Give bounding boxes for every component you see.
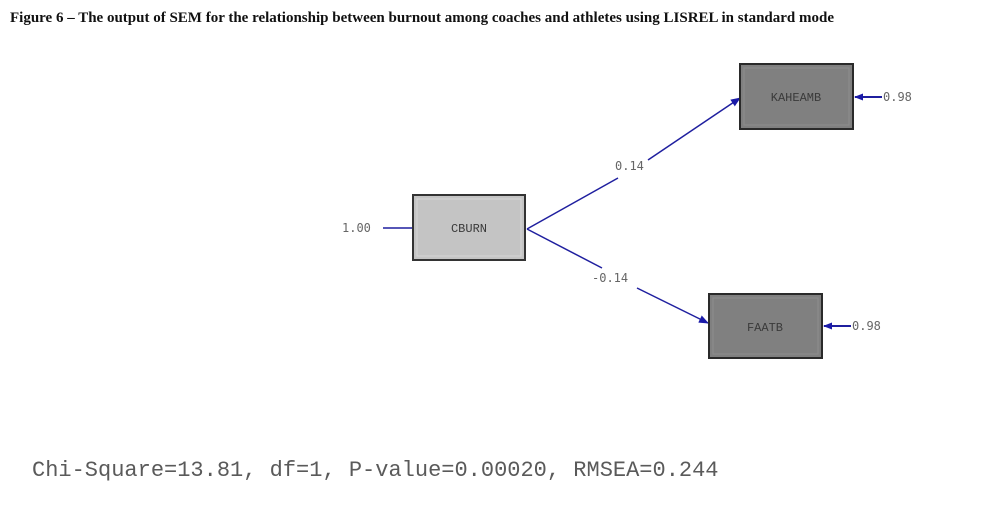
path-cburn-kaheamb-upper xyxy=(647,97,741,161)
fit-statistics: Chi-Square=13.81, df=1, P-value=0.00020,… xyxy=(32,458,719,483)
node-cburn[interactable]: CBURN xyxy=(412,194,526,261)
cburn-variance-label: 1.00 xyxy=(342,221,371,235)
path-cburn-faatb-upper xyxy=(526,228,603,269)
faatb-error-label: 0.98 xyxy=(852,319,881,333)
node-faatb-label: FAATB xyxy=(747,321,783,335)
path-coefficient-faatb: -0.14 xyxy=(592,271,628,285)
node-kaheamb-box xyxy=(739,63,854,130)
node-faatb-box xyxy=(708,293,823,359)
figure-caption: Figure 6 – The output of SEM for the rel… xyxy=(10,10,834,26)
node-cburn-label: CBURN xyxy=(451,222,487,236)
node-kaheamb[interactable]: KAHEAMB xyxy=(739,63,854,130)
node-kaheamb-label: KAHEAMB xyxy=(771,91,821,105)
node-faatb[interactable]: FAATB xyxy=(708,293,823,359)
path-coefficient-kaheamb: 0.14 xyxy=(615,159,644,173)
kaheamb-error-label: 0.98 xyxy=(883,90,912,104)
path-cburn-faatb-lower xyxy=(636,287,709,324)
node-cburn-box xyxy=(412,194,526,261)
path-cburn-kaheamb-lower xyxy=(526,177,619,230)
